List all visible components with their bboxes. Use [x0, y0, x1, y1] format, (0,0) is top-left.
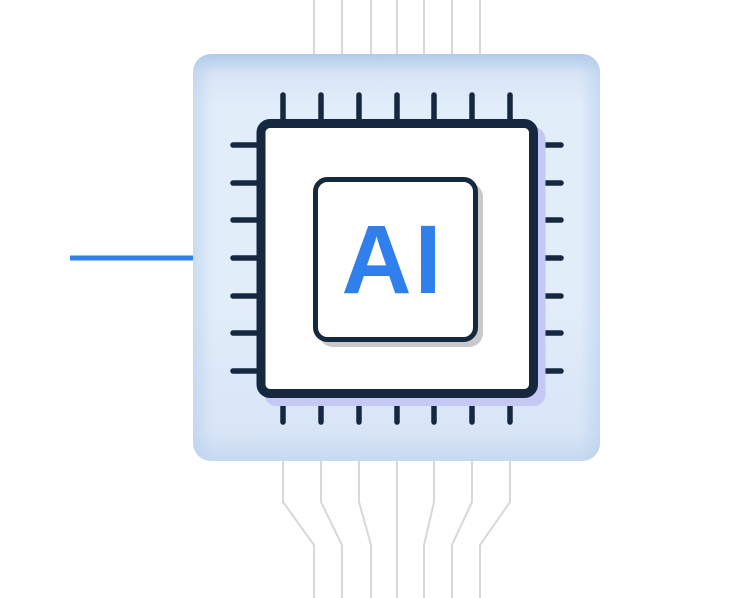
circuit-traces-top-icon: [313, 0, 481, 57]
circuit-traces-bottom-icon: [282, 460, 511, 598]
label-square: [313, 177, 478, 342]
ai-label: AI: [342, 205, 445, 314]
